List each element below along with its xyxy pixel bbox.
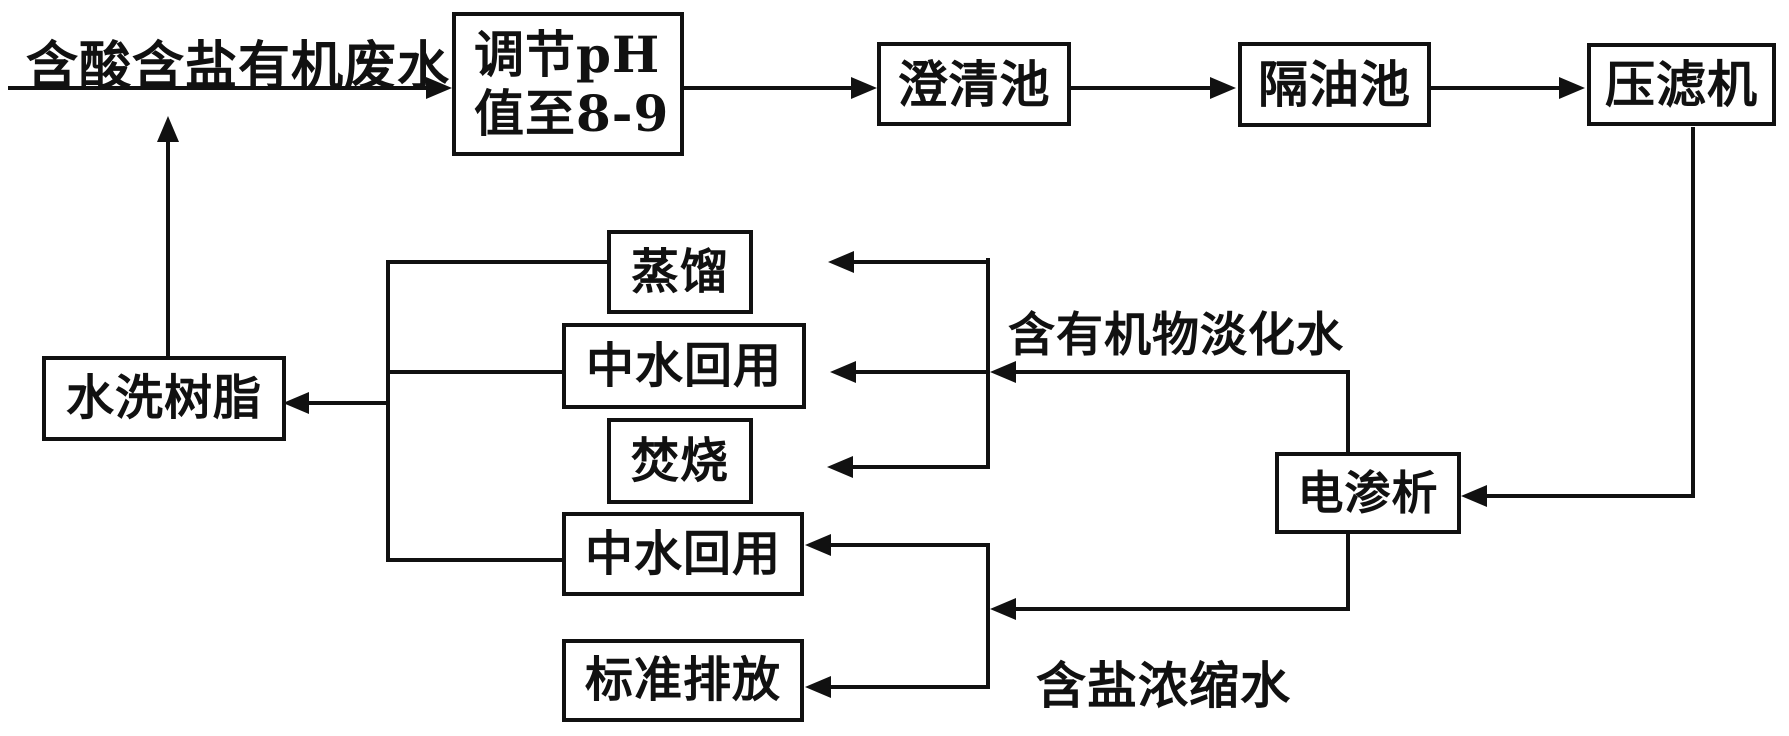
node-filter-press: 压滤机 xyxy=(1587,43,1776,126)
arrow-left-desalinated-icon xyxy=(990,361,1016,383)
node-reuse-2: 中水回用 xyxy=(562,512,804,596)
arrow-right-into-oil-separator-icon xyxy=(1210,77,1236,99)
flow-line-ph-to-clarifier xyxy=(683,86,857,90)
arrow-left-toward-distillation-icon xyxy=(828,251,854,273)
flow-line-collector-resin xyxy=(305,401,390,405)
node-incineration: 焚烧 xyxy=(607,418,753,504)
flow-line-clarifier-to-oil xyxy=(1070,86,1216,90)
flow-line-oil-to-press xyxy=(1430,86,1565,90)
flow-line-to-reuse1-arrow xyxy=(852,370,990,374)
label-salt-concentrate: 含盐浓缩水 xyxy=(1036,656,1291,715)
arrow-left-into-discharge-icon xyxy=(805,676,831,698)
flow-line-desalinated xyxy=(1012,370,1350,374)
label-desalinated-water: 含有机物淡化水 xyxy=(1008,308,1344,363)
flow-trunk-concentrate xyxy=(986,543,990,689)
flow-line-collector-reuse1 xyxy=(388,370,564,374)
node-electrodialysis: 电渗析 xyxy=(1275,452,1461,534)
arrow-left-toward-reuse1-icon xyxy=(830,361,856,383)
flow-line-collector-distillation xyxy=(388,260,609,264)
flow-line-to-reuse2 xyxy=(827,543,990,547)
flow-line-concentrate xyxy=(1012,607,1350,611)
flow-line-ed-top-stub xyxy=(1346,372,1350,454)
node-standard-discharge: 标准排放 xyxy=(562,639,804,722)
arrow-left-toward-incineration-icon xyxy=(827,456,853,478)
flow-trunk-collector xyxy=(386,260,390,562)
arrow-up-into-feed-icon xyxy=(157,116,179,142)
flow-trunk-desalinated xyxy=(986,258,990,469)
arrow-left-concentrate-icon xyxy=(990,598,1016,620)
arrow-left-into-resin-wash-icon xyxy=(283,392,309,414)
node-oil-separator: 隔油池 xyxy=(1238,42,1431,127)
flow-line-collector-reuse2 xyxy=(388,558,564,562)
flow-line-to-incineration-arrow xyxy=(849,465,990,469)
arrow-left-into-electrodialysis-icon xyxy=(1461,485,1487,507)
flow-line-press-down xyxy=(1691,127,1695,498)
node-adjust-ph: 调节pH 值至8-9 xyxy=(452,12,684,156)
flow-line-to-discharge xyxy=(827,685,990,689)
arrow-right-into-clarifier-icon xyxy=(851,77,877,99)
arrow-right-into-filter-press-icon xyxy=(1559,77,1585,99)
flow-line-press-to-ed xyxy=(1484,494,1695,498)
flow-line-ed-bottom-stub xyxy=(1346,531,1350,609)
arrow-left-into-reuse2-icon xyxy=(805,534,831,556)
node-reuse-1: 中水回用 xyxy=(562,323,806,409)
node-clarifier: 澄清池 xyxy=(877,42,1071,126)
node-resin-wash: 水洗树脂 xyxy=(42,356,286,441)
arrow-right-into-adjust-ph-icon xyxy=(426,77,452,99)
flow-line-feed xyxy=(8,86,432,90)
flow-line-resin-up xyxy=(166,138,170,358)
node-distillation: 蒸馏 xyxy=(607,230,753,314)
flow-line-to-distillation-arrow xyxy=(850,260,990,264)
